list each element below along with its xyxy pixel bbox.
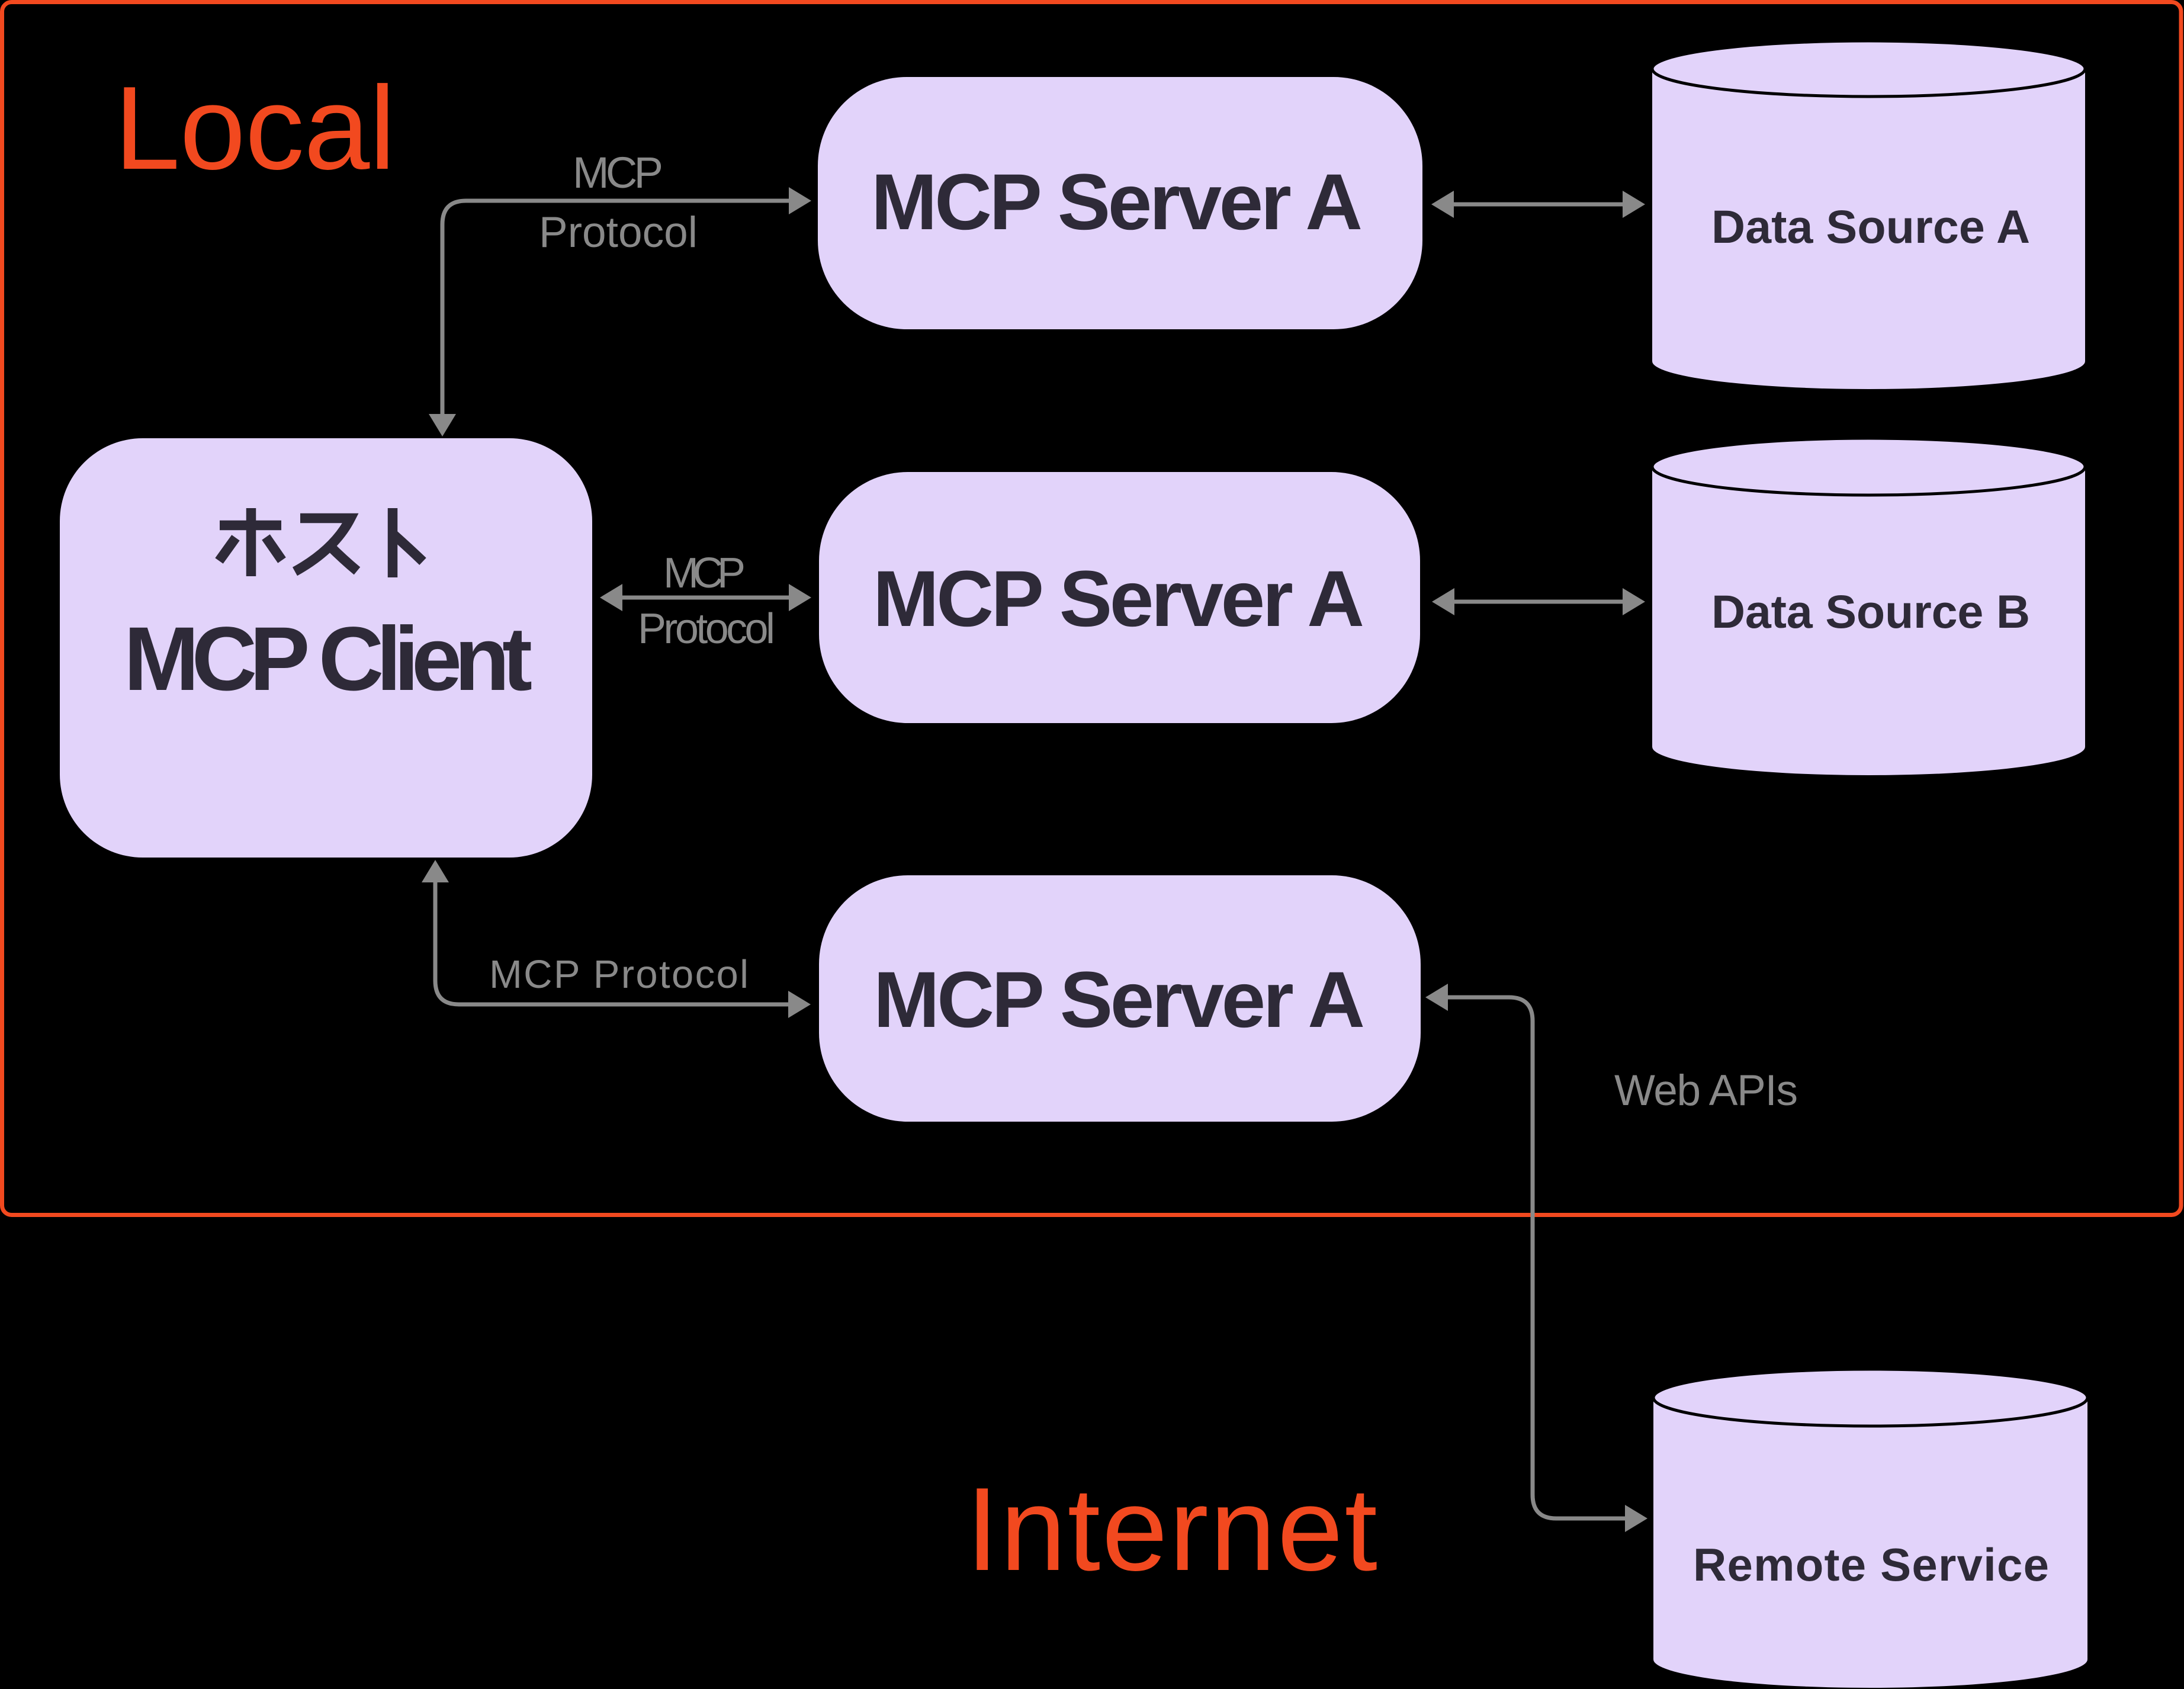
svg-text:Protocol: Protocol [638, 605, 775, 653]
svg-text:Data Source A: Data Source A [1711, 200, 2030, 253]
svg-text:Protocol: Protocol [539, 208, 698, 256]
svg-text:MCP: MCP [663, 550, 746, 597]
svg-text:MCP Client: MCP Client [124, 608, 532, 709]
svg-text:MCP Protocol: MCP Protocol [489, 952, 749, 997]
svg-text:MCP: MCP [573, 148, 663, 197]
svg-text:Web APIs: Web APIs [1614, 1067, 1798, 1115]
svg-text:Data Source B: Data Source B [1711, 585, 2030, 638]
svg-text:Internet: Internet [966, 1463, 1377, 1595]
svg-text:Local: Local [114, 62, 396, 194]
svg-text:MCP Server A: MCP Server A [873, 555, 1364, 643]
svg-text:MCP Server A: MCP Server A [873, 956, 1365, 1044]
svg-text:Remote Service: Remote Service [1693, 1539, 2049, 1591]
svg-text:MCP Server A: MCP Server A [871, 158, 1363, 246]
